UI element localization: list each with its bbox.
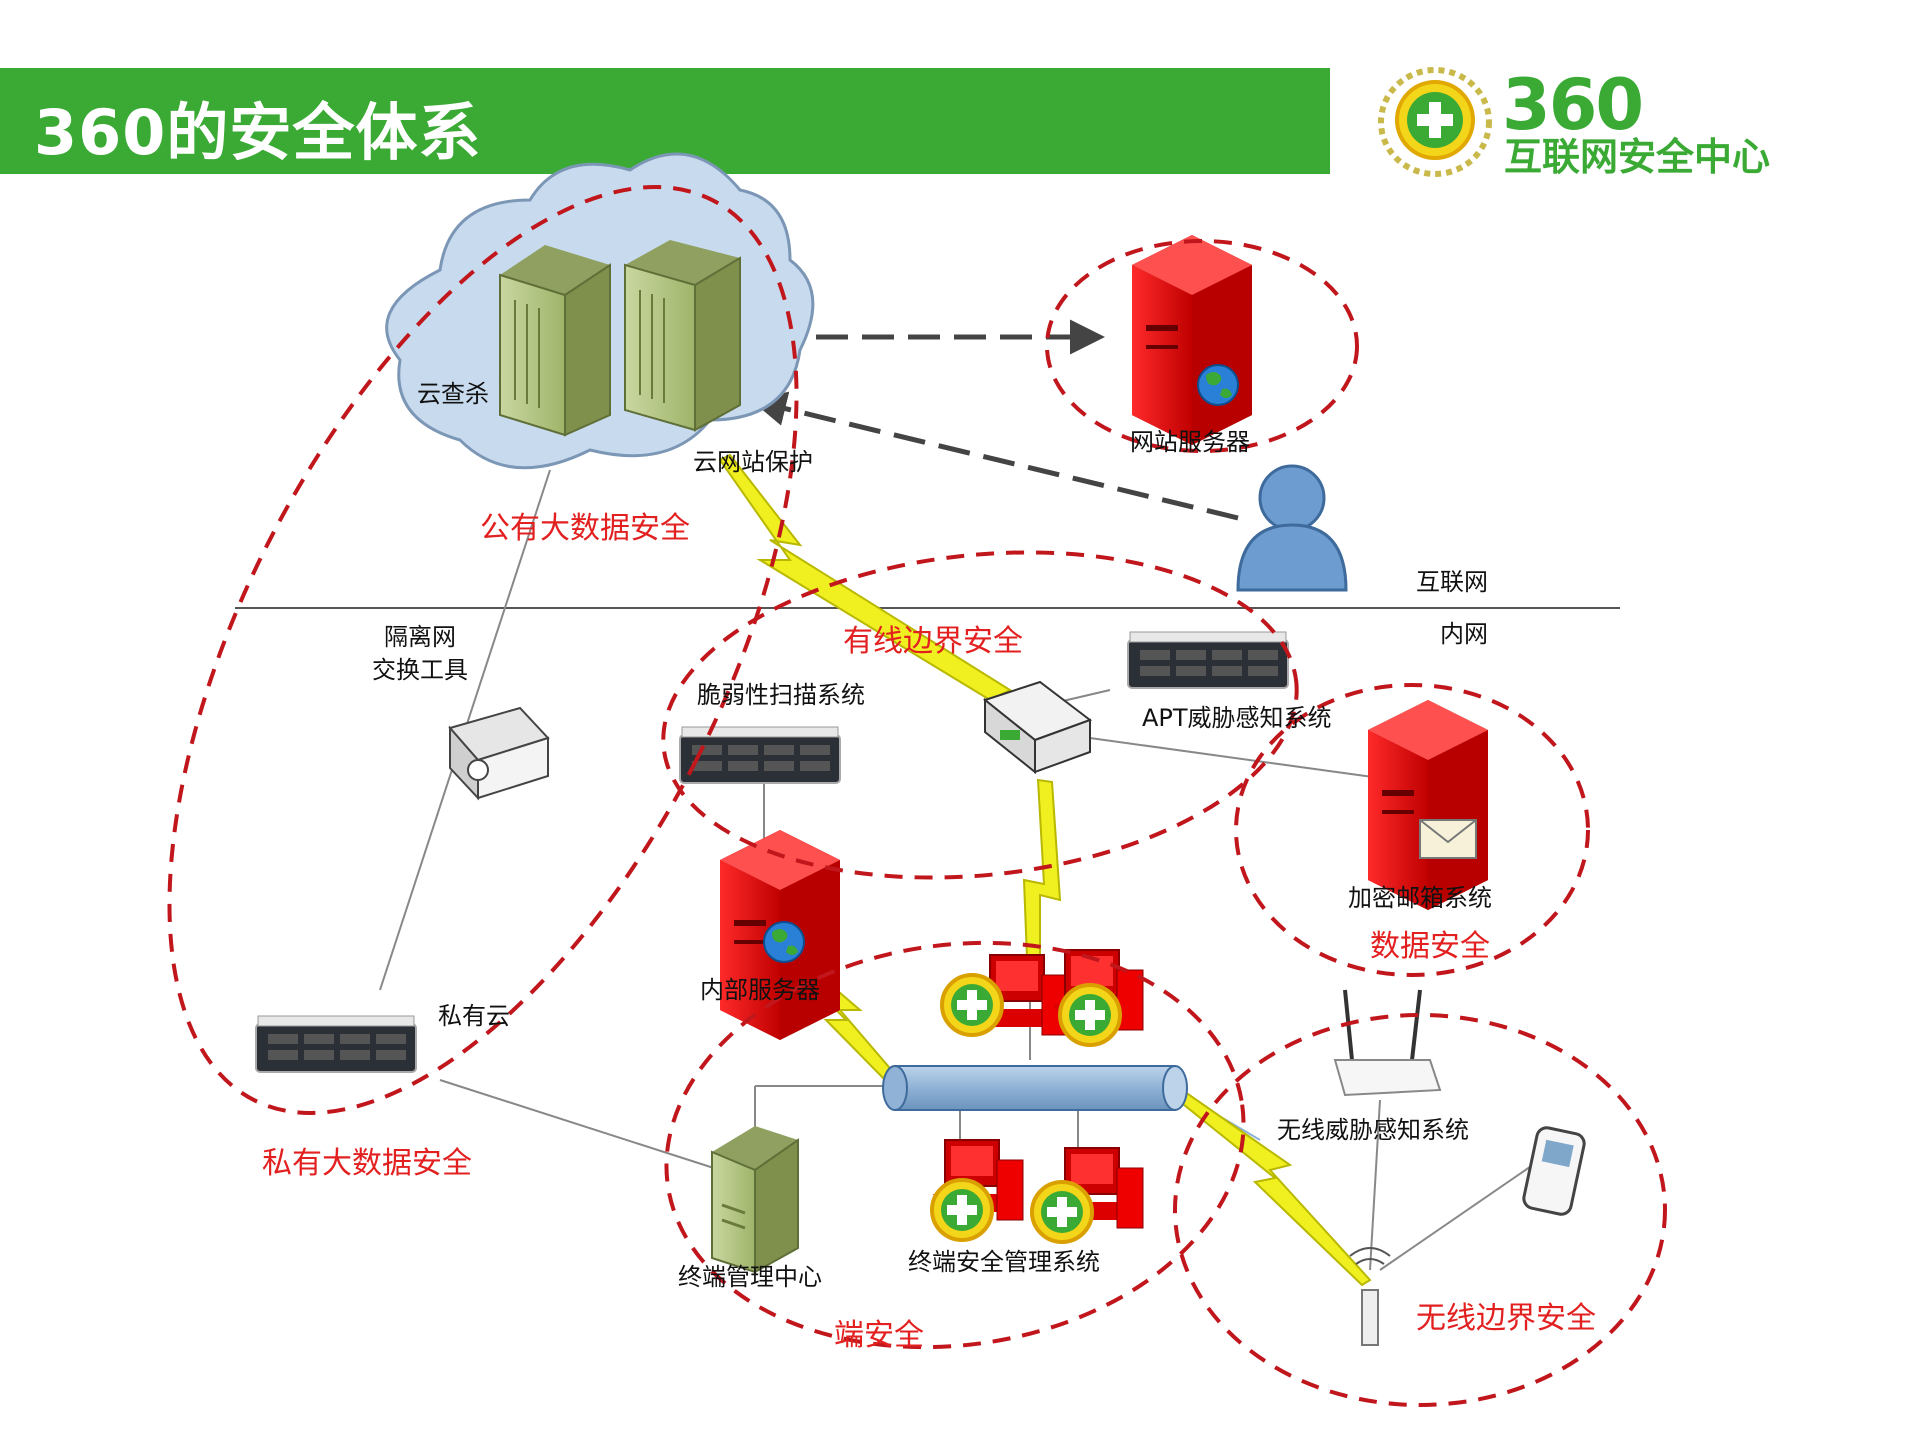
cloud-server-1-icon bbox=[499, 245, 611, 437]
label-internal-server: 内部服务器 bbox=[700, 976, 820, 1004]
cloud-server-2-icon bbox=[624, 240, 741, 432]
vuln-scan-server-icon bbox=[679, 726, 841, 784]
label-internet: 互联网 bbox=[1416, 568, 1488, 596]
zone-outlines bbox=[167, 185, 1667, 1407]
label-apt: APT威胁感知系统 bbox=[1142, 704, 1332, 732]
360-shield-icon bbox=[930, 1178, 994, 1242]
envelope-icon bbox=[1419, 819, 1477, 859]
network-bus-pipe bbox=[882, 1065, 1188, 1111]
apt-server-icon bbox=[1127, 631, 1289, 689]
zone-label-wired-border: 有线边界安全 bbox=[843, 624, 1023, 659]
label-cloud-scan: 云查杀 bbox=[417, 380, 489, 408]
label-wireless-threat: 无线威胁感知系统 bbox=[1277, 1116, 1469, 1144]
label-vuln-scan: 脆弱性扫描系统 bbox=[697, 681, 865, 709]
360-shield-icon bbox=[1030, 1180, 1094, 1244]
label-isolation-tool-line2: 交换工具 bbox=[372, 656, 468, 684]
label-endpoint-mgmt-center: 终端管理中心 bbox=[678, 1263, 822, 1291]
router-icon bbox=[982, 680, 1093, 775]
label-endpoint-security-system: 终端安全管理系统 bbox=[908, 1248, 1100, 1276]
zone-data-security bbox=[1234, 683, 1590, 977]
page-title: 360的安全体系 bbox=[34, 96, 482, 169]
label-encrypted-mail: 加密邮箱系统 bbox=[1348, 884, 1492, 912]
zone-wireless-border bbox=[1173, 1013, 1667, 1407]
globe-icon bbox=[1197, 364, 1239, 406]
label-web-server: 网站服务器 bbox=[1130, 428, 1250, 456]
label-intranet: 内网 bbox=[1440, 620, 1488, 648]
label-cloud-web-protect: 云网站保护 bbox=[693, 448, 813, 476]
label-private-cloud: 私有云 bbox=[438, 1002, 510, 1030]
private-cloud-server-icon bbox=[255, 1015, 417, 1073]
zone-label-wireless-border: 无线边界安全 bbox=[1416, 1301, 1596, 1336]
mobile-phone-icon bbox=[1522, 1126, 1586, 1216]
wireless-router-icon bbox=[1333, 989, 1442, 1097]
zone-public-private-big-data bbox=[167, 185, 799, 1115]
zone-web-server bbox=[1045, 239, 1359, 453]
zone-wired-border bbox=[661, 550, 1299, 880]
user-icon bbox=[1236, 464, 1348, 592]
zone-label-data-security: 数据安全 bbox=[1370, 929, 1490, 964]
mail-server-icon bbox=[1368, 700, 1488, 910]
isolation-switch-icon bbox=[448, 706, 550, 801]
endpoint-mgmt-server-icon bbox=[711, 1126, 799, 1274]
zone-endpoint bbox=[664, 940, 1246, 1350]
360-emblem-icon bbox=[1378, 67, 1492, 177]
zone-label-public-big-data: 公有大数据安全 bbox=[480, 511, 690, 546]
web-server-icon bbox=[1132, 235, 1252, 445]
logo-number: 360 bbox=[1502, 64, 1644, 146]
zone-label-endpoint: 端安全 bbox=[834, 1318, 924, 1353]
360-shield-icon bbox=[940, 973, 1004, 1037]
globe-icon bbox=[763, 921, 805, 963]
label-isolation-tool-line1: 隔离网 bbox=[384, 623, 456, 651]
zone-label-private-big-data: 私有大数据安全 bbox=[262, 1146, 472, 1181]
logo-subtitle: 互联网安全中心 bbox=[1504, 135, 1771, 179]
360-shield-icon bbox=[1058, 983, 1122, 1047]
user-to-cloud-arrow bbox=[751, 391, 1239, 521]
access-point-icon bbox=[1349, 1247, 1391, 1346]
360-logo: 360 互联网安全中心 bbox=[1370, 62, 1830, 182]
